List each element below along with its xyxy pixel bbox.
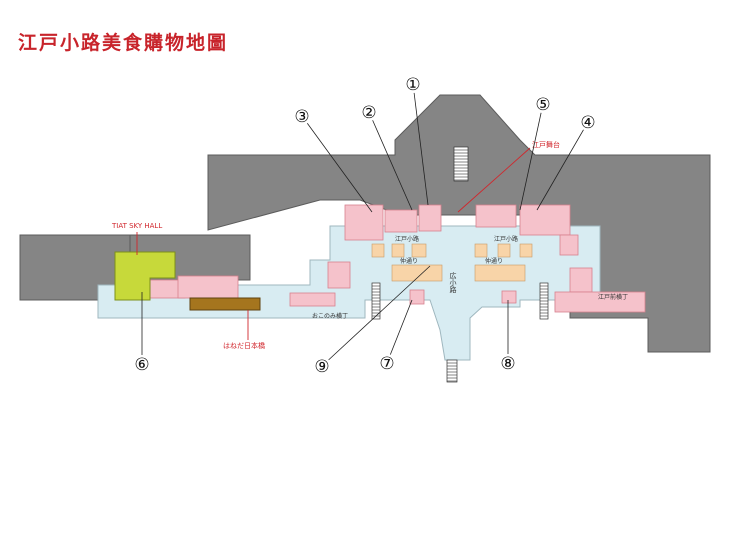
- hanedanihonbashi-stage[interactable]: [189, 297, 261, 311]
- hirokoji-label: 広小路: [449, 271, 457, 294]
- marker-label: ⑦: [379, 354, 394, 374]
- hanedanihonbashi-label: はねだ日本橋: [223, 341, 265, 350]
- nakadori-left-label: 仲通り: [400, 257, 418, 265]
- okonomiyokocho-label: おこのみ横丁: [312, 312, 348, 320]
- stage-label: 江戸舞台: [532, 140, 560, 149]
- marker-3[interactable]: ③: [293, 107, 373, 213]
- marker-label: ⑨: [314, 357, 329, 377]
- marker-label: ②: [361, 103, 376, 123]
- tiat-sky-hall[interactable]: [114, 251, 176, 301]
- marker-label: ①: [405, 75, 420, 95]
- stage-pointer: [457, 147, 531, 213]
- edokoji-left-label: 江戸小路: [395, 235, 419, 243]
- marker-label: ③: [294, 107, 309, 127]
- marker-label: ⑤: [535, 95, 550, 115]
- sky-hall-label: TIAT SKY HALL: [111, 222, 162, 230]
- marker-label: ⑥: [134, 355, 149, 375]
- marker-1[interactable]: ①: [404, 75, 429, 206]
- marker-label: ④: [580, 113, 595, 133]
- shop-blocks: [129, 204, 646, 313]
- marker-8[interactable]: ⑧: [499, 300, 517, 374]
- map-labels: TIAT SKY HALL 江戸舞台 はねだ日本橋 江戸小路 江戸小路 仲通り …: [111, 140, 628, 350]
- marker-4[interactable]: ④: [536, 113, 597, 211]
- marker-6[interactable]: ⑥: [133, 292, 151, 375]
- marker-label: ⑧: [500, 354, 515, 374]
- escalator: [539, 282, 549, 320]
- edokoji-right-label: 江戸小路: [494, 235, 518, 243]
- marker-7[interactable]: ⑦: [378, 299, 413, 374]
- marker-5[interactable]: ⑤: [519, 95, 552, 211]
- escalator: [371, 282, 381, 320]
- marker-2[interactable]: ②: [360, 103, 413, 211]
- edoyokocho-label: 江戸前横丁: [598, 293, 628, 301]
- marker-9[interactable]: ⑨: [313, 265, 431, 377]
- map-title: 江戸小路美食購物地圖: [18, 32, 229, 54]
- food-stalls: [371, 243, 533, 282]
- escalator: [446, 359, 458, 383]
- escalator: [453, 146, 469, 182]
- escalators: [371, 146, 549, 383]
- numbered-markers: ① ② ③ ④ ⑤ ⑥ ⑦ ⑧ ⑨: [133, 75, 597, 377]
- nakadori-right-label: 仲通り: [485, 257, 503, 265]
